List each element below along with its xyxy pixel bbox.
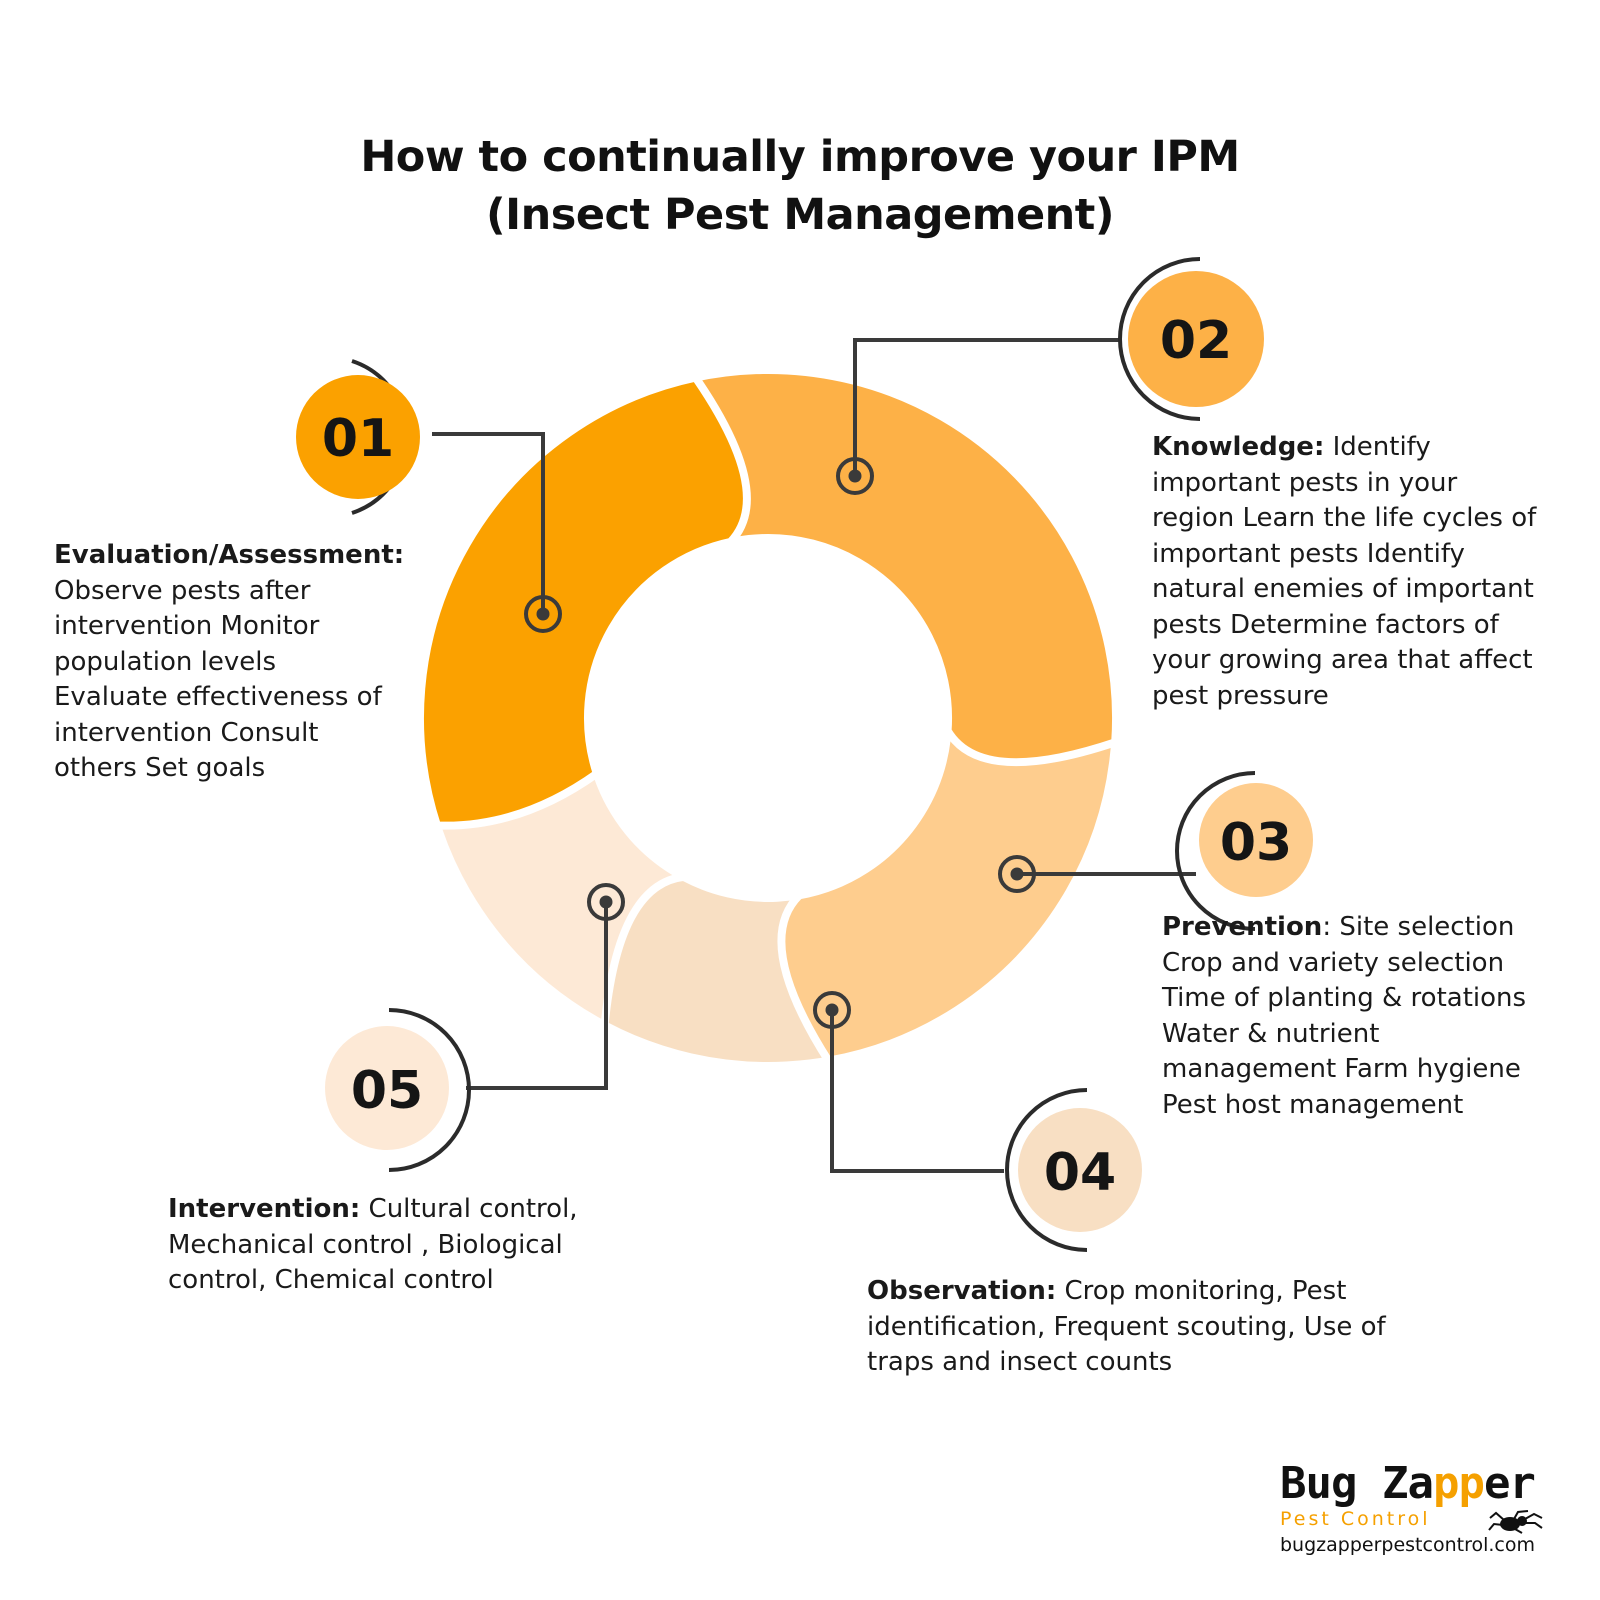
logo-subtitle: Pest Control (1280, 1508, 1431, 1530)
step-04-line: identification, Frequent scouting, Use o… (867, 1311, 1386, 1342)
step-05-line: Cultural control, (368, 1194, 578, 1224)
step-02-heading: Knowledge: (1152, 432, 1325, 462)
step-03-line: Crop and variety selection (1162, 947, 1505, 978)
logo-wordmark-part: Bug Za (1280, 1458, 1434, 1509)
step-02-line: region Learn the life cycles of (1152, 503, 1537, 533)
spider-icon (1488, 1510, 1543, 1534)
step-03-line: Time of planting & rotations (1162, 983, 1527, 1013)
badge-01: 01 (296, 359, 420, 515)
segment-01 (415, 373, 751, 830)
step-03-line: Water & nutrient (1162, 1018, 1380, 1049)
badge-03-number: 03 (1220, 813, 1292, 873)
page-title: How to continually improve your IPM (Ins… (0, 128, 1600, 244)
step-05-heading: Intervention: (168, 1194, 361, 1224)
connector-05 (466, 902, 608, 1090)
step-05-description: Intervention: Cultural control, Mechanic… (168, 1192, 628, 1299)
logo-wordmark-part: er (1483, 1458, 1536, 1509)
target-01 (524, 595, 562, 633)
brand-logo: Bug Zapper Pest Control bugzapperpestcon… (1280, 1462, 1560, 1556)
step-02-line: important pests in your (1152, 467, 1458, 498)
step-02-line: your growing area that affect (1152, 645, 1533, 675)
connector-02 (853, 338, 1120, 476)
connector-04 (830, 1010, 1004, 1173)
logo-wordmark: Bug Zapper (1280, 1462, 1560, 1506)
target-05 (587, 883, 625, 921)
badge-05-circle (325, 1026, 449, 1150)
step-01-line: population levels (54, 646, 276, 677)
step-01-line: others Set goals (54, 753, 266, 783)
step-05-line: control, Chemical control (168, 1265, 494, 1295)
step-02-line: Identify (1332, 432, 1431, 462)
badge-02: 02 (1118, 257, 1264, 421)
ring-segments (415, 366, 1120, 1070)
logo-wordmark-part: pp (1432, 1458, 1485, 1509)
badge-02-number: 02 (1160, 311, 1232, 371)
target-02 (836, 457, 874, 495)
connector-01 (432, 432, 545, 614)
badge-04-circle (1018, 1108, 1142, 1232)
step-01-line: Observe pests after (54, 575, 311, 606)
step-01-line: intervention Consult (54, 717, 319, 748)
connectors (432, 338, 1196, 1173)
badge-05-number: 05 (351, 1061, 423, 1121)
logo-url: bugzapperpestcontrol.com (1280, 1534, 1535, 1556)
badge-01-circle (296, 375, 420, 499)
step-02-line: important pests Identify (1152, 538, 1465, 569)
step-01-line: intervention Monitor (54, 611, 320, 641)
step-02-line: pest pressure (1152, 680, 1329, 711)
step-02-line: natural enemies of important (1152, 574, 1534, 604)
step-02-line: pests Determine factors of (1152, 609, 1499, 640)
step-03-line: Pest host management (1162, 1089, 1464, 1120)
badge-05: 05 (325, 1008, 471, 1172)
step-03-line: management Farm hygiene (1162, 1054, 1521, 1084)
badge-04: 04 (1005, 1088, 1142, 1252)
ring-center-hole (595, 545, 941, 891)
badge-02-circle (1128, 271, 1264, 407)
step-03-heading: Prevention (1162, 912, 1323, 942)
badge-01-number: 01 (322, 409, 394, 469)
step-04-line: Crop monitoring, Pest (1064, 1276, 1347, 1306)
step-01-heading: Evaluation/Assessment: (54, 540, 405, 570)
title-line-1: How to continually improve your IPM (360, 132, 1240, 182)
step-05-line: Mechanical control , Biological (168, 1229, 563, 1260)
title-line-2: (Insect Pest Management) (485, 190, 1115, 240)
target-04 (813, 991, 851, 1029)
target-markers (524, 457, 1036, 1029)
step-01-line: Evaluate effectiveness of (54, 682, 382, 712)
step-04-heading: Observation: (867, 1276, 1057, 1306)
step-03-description: Prevention: Site selection Crop and vari… (1162, 910, 1582, 1123)
target-03 (998, 855, 1036, 893)
step-04-line: traps and insect counts (867, 1347, 1173, 1377)
step-02-description: Knowledge: Identify important pests in y… (1152, 430, 1572, 714)
step-03-line: : Site selection (1322, 912, 1515, 942)
step-01-description: Evaluation/Assessment: Observe pests aft… (54, 538, 414, 787)
badge-04-number: 04 (1044, 1143, 1116, 1203)
step-04-description: Observation: Crop monitoring, Pest ident… (867, 1274, 1427, 1381)
badge-03: 03 (1175, 771, 1313, 931)
badge-03-circle (1199, 783, 1313, 897)
